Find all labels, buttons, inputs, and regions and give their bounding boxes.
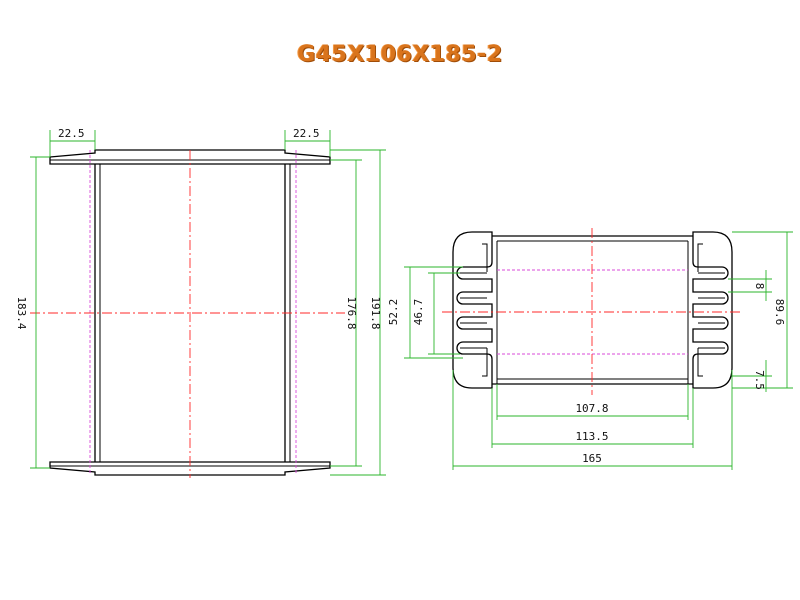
dim-width-total: 89.6 <box>773 299 786 326</box>
dim-slot: 8 <box>753 283 766 290</box>
right-flange-inner <box>697 243 703 377</box>
dim-height-outer: 52.2 <box>387 299 400 326</box>
dim-overall-height-left: 183.4 <box>15 296 28 329</box>
right-flange <box>692 231 733 389</box>
drawing-title: G45X106X185-2 <box>297 42 503 67</box>
front-view: 22.5 22.5 183.4 176.8 191.8 <box>15 127 386 478</box>
dim-len-mid: 113.5 <box>575 430 608 443</box>
dim-len-inner: 107.8 <box>575 402 608 415</box>
dim-height-inner: 46.7 <box>412 299 425 326</box>
bottom-flange <box>49 461 331 476</box>
left-flange-inner <box>482 243 488 377</box>
dim-flange-right: 22.5 <box>293 127 320 140</box>
dim-bottom: 7.5 <box>753 370 766 390</box>
side-view: 52.2 46.7 8 89.6 7.5 107.8 113.5 <box>387 228 793 470</box>
left-flange <box>452 231 493 389</box>
dim-overall-height-right: 191.8 <box>369 296 382 329</box>
dim-flange-left: 22.5 <box>58 127 85 140</box>
dim-len-total: 165 <box>582 452 602 465</box>
top-flange <box>49 149 331 165</box>
dim-inner-height: 176.8 <box>345 296 358 329</box>
